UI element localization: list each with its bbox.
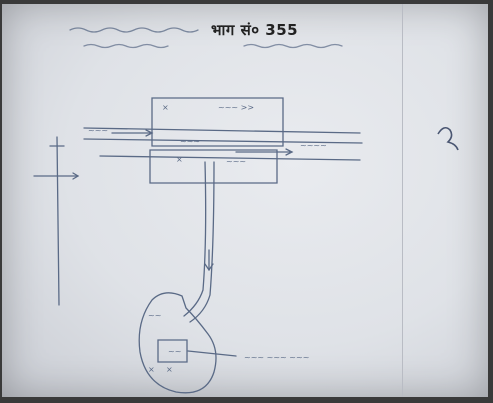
svg-text:~~: ~~: [148, 311, 161, 320]
svg-text:~~~: ~~~: [180, 137, 200, 146]
svg-text:~~~~: ~~~~: [300, 141, 327, 150]
page-stamp: भाग सं० 355: [211, 21, 299, 39]
svg-text:~~~ >>: ~~~ >>: [218, 103, 254, 112]
margin-line: [402, 4, 403, 397]
svg-text:×: ×: [166, 365, 173, 374]
svg-text:~~~: ~~~: [88, 126, 108, 135]
svg-text:×: ×: [148, 365, 155, 374]
svg-text:×: ×: [176, 155, 183, 164]
svg-text:~~: ~~: [168, 347, 181, 356]
paper-sheet: [2, 4, 488, 397]
svg-text:~~~ ~~~ ~~~: ~~~ ~~~ ~~~: [244, 353, 309, 362]
side-mark: ढ़: [436, 124, 437, 125]
svg-text:×: ×: [162, 103, 169, 112]
svg-text:~~~: ~~~: [226, 157, 246, 166]
